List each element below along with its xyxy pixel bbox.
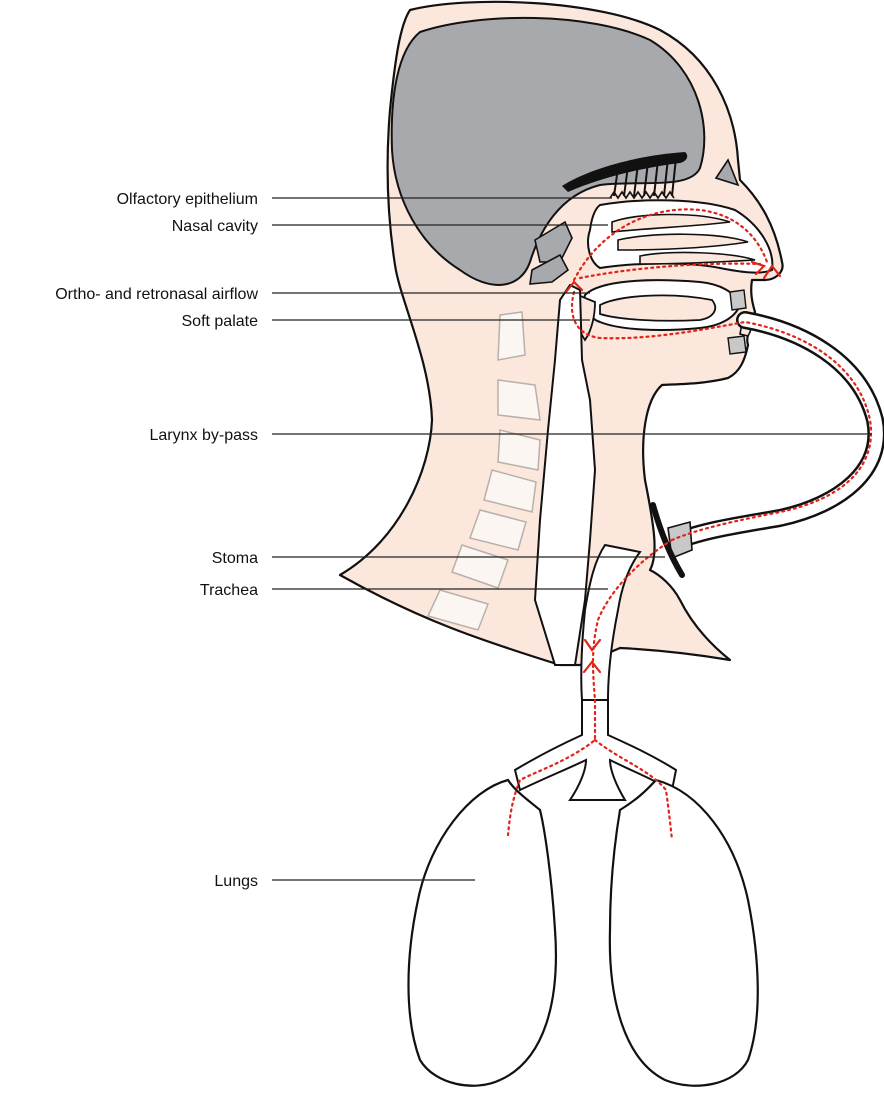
vertebra-1	[498, 312, 525, 360]
label-nasal-cavity: Nasal cavity	[172, 218, 258, 235]
label-trachea: Trachea	[200, 582, 258, 599]
vertebra-2	[498, 380, 540, 420]
label-lungs: Lungs	[214, 873, 258, 890]
lower-teeth	[728, 336, 746, 354]
left-lung	[408, 780, 555, 1086]
label-soft-palate: Soft palate	[182, 313, 259, 330]
label-airflow: Ortho- and retronasal airflow	[55, 286, 258, 303]
tongue	[600, 295, 715, 320]
label-stoma: Stoma	[212, 550, 258, 567]
labels: Olfactory epithelium Nasal cavity Ortho-…	[55, 191, 258, 890]
upper-teeth	[730, 290, 746, 310]
label-olfactory-epithelium: Olfactory epithelium	[117, 191, 258, 208]
right-lung	[610, 780, 758, 1086]
label-larynx-bypass: Larynx by-pass	[150, 427, 259, 444]
